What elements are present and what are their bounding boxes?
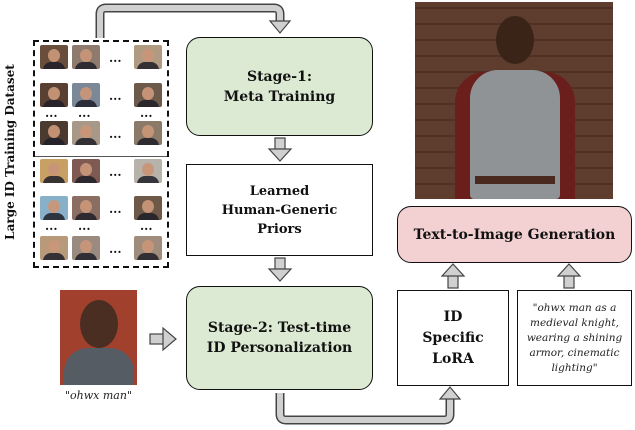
dataset-panel <box>33 40 169 268</box>
face-thumbnail <box>134 236 162 260</box>
face-thumbnail <box>134 83 162 107</box>
priors-box: Learned Human-Generic Priors <box>186 164 373 256</box>
face-thumbnail <box>72 83 100 107</box>
arrow-dataset-to-stage1 <box>95 3 285 38</box>
ellipsis: ... <box>109 127 122 141</box>
face-thumbnail <box>40 121 68 145</box>
prompt-line: wearing a shining <box>526 331 623 344</box>
arrowhead <box>267 268 293 282</box>
input-photo-caption: "ohwx man" <box>64 389 132 402</box>
ellipsis: ... <box>109 165 122 179</box>
face-thumbnail <box>72 45 100 69</box>
face-thumbnail <box>72 159 100 183</box>
face-thumbnail <box>134 159 162 183</box>
face-thumbnail <box>40 45 68 69</box>
face-thumbnail <box>134 196 162 220</box>
stage1-box: Stage-1: Meta Training <box>186 37 373 136</box>
arrowhead <box>267 148 293 162</box>
arrowhead <box>440 263 466 277</box>
face-thumbnail <box>134 121 162 145</box>
stage2-box: Stage-2: Test-time ID Personalization <box>186 286 373 390</box>
arrowhead <box>162 326 177 352</box>
dataset-divider <box>35 156 167 157</box>
prompt-line: "ohwx man as a <box>532 301 617 314</box>
prompt-line: medieval knight, <box>530 316 619 329</box>
priors-line: Priors <box>257 221 302 237</box>
ellipsis: ... <box>78 106 91 120</box>
lora-line: Specific <box>422 329 484 346</box>
stage2-title: Stage-2: Test-time <box>207 320 352 336</box>
face-thumbnail <box>40 236 68 260</box>
ellipsis: ... <box>109 242 122 256</box>
generated-knight-image <box>415 2 613 199</box>
priors-line: Human-Generic <box>221 202 338 218</box>
lora-box: ID Specific LoRA <box>397 290 509 386</box>
head-shape <box>496 16 534 64</box>
input-face-photo <box>60 290 137 385</box>
priors-line: Learned <box>249 183 310 199</box>
face-thumbnail <box>40 196 68 220</box>
prompt-line: lighting" <box>551 361 598 374</box>
face-thumbnail <box>134 45 162 69</box>
prompt-box: "ohwx man as a medieval knight, wearing … <box>517 290 632 386</box>
ellipsis: ... <box>109 202 122 216</box>
lora-line: LoRA <box>432 350 474 367</box>
arrowhead <box>556 263 582 277</box>
stage1-title: Stage-1: <box>246 68 313 85</box>
ellipsis: ... <box>45 219 58 233</box>
face-thumbnail <box>40 83 68 107</box>
arrowhead <box>438 386 462 400</box>
ellipsis: ... <box>140 106 153 120</box>
lora-line: ID <box>443 308 463 325</box>
stage2-subtitle: ID Personalization <box>206 340 353 356</box>
t2i-box: Text-to-Image Generation <box>397 206 632 263</box>
jacket-shape <box>64 348 134 385</box>
ellipsis: ... <box>78 219 91 233</box>
face-thumbnail <box>40 159 68 183</box>
ellipsis: ... <box>109 89 122 103</box>
face-thumbnail <box>72 121 100 145</box>
prompt-line: armor, cinematic <box>529 346 620 359</box>
face-shape <box>80 300 118 348</box>
face-thumbnail <box>72 236 100 260</box>
ellipsis: ... <box>45 106 58 120</box>
ellipsis: ... <box>109 51 122 65</box>
belt-shape <box>475 176 555 184</box>
stage1-subtitle: Meta Training <box>223 88 336 105</box>
face-thumbnail <box>72 196 100 220</box>
arrowhead <box>268 20 292 34</box>
ellipsis: ... <box>140 219 153 233</box>
t2i-label: Text-to-Image Generation <box>413 226 616 243</box>
